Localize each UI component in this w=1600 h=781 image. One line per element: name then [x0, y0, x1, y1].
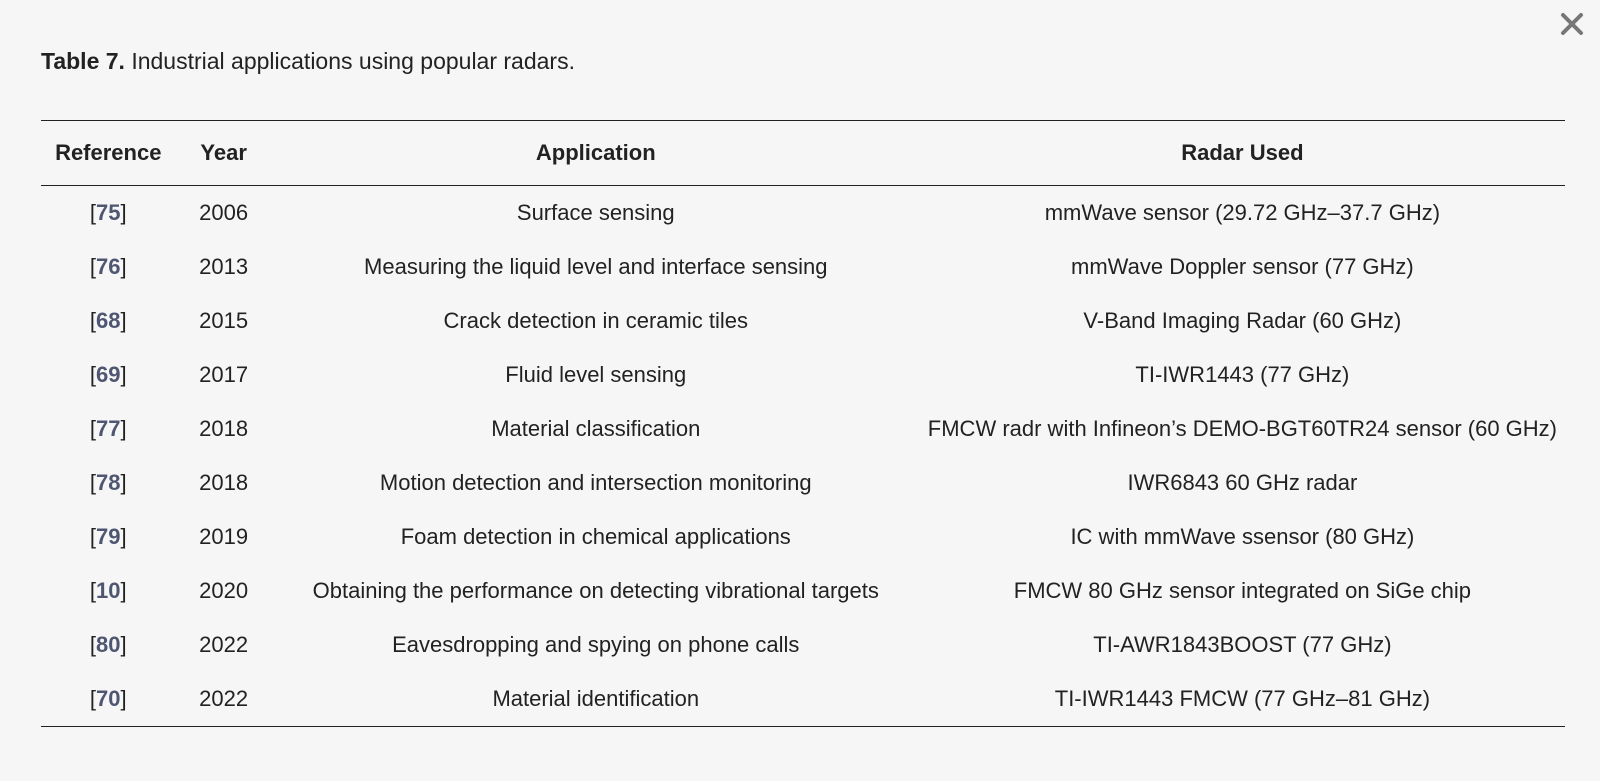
table-container: Reference Year Application Radar Used [7…	[41, 120, 1565, 727]
table-row: [75] 2006 Surface sensing mmWave sensor (29…	[41, 186, 1565, 241]
bracket-open: [	[89, 632, 97, 657]
header-application: Application	[271, 120, 920, 186]
reference-link[interactable]: 76	[96, 254, 121, 279]
radar-applications-table: Reference Year Application Radar Used [7…	[41, 120, 1565, 727]
header-year: Year	[175, 120, 272, 186]
bracket-open: [	[89, 470, 97, 495]
cell-year: 2018	[199, 416, 249, 441]
cell-radar-used: mmWave Doppler sensor (77 GHz)	[1071, 254, 1414, 279]
cell-radar-used: FMCW 80 GHz sensor integrated on SiGe ch…	[1013, 578, 1472, 603]
reference-link[interactable]: 68	[96, 308, 121, 333]
cell-year: 2022	[175, 672, 272, 727]
cell-radar-used: FMCW radr with Infineon’s DEMO-BGT60TR24…	[927, 416, 1557, 441]
bracket-close: ]	[120, 362, 127, 387]
cell-application: Material classification	[491, 416, 701, 441]
cell-application: Measuring the liquid level and interface…	[364, 254, 828, 279]
bracket-open: [	[89, 308, 97, 333]
cell-radar-used: TI-IWR1443 FMCW (77 GHz–81 GHz)	[919, 672, 1565, 727]
cell-reference: [69]	[41, 348, 176, 402]
cell-application: Crack detection in ceramic tiles	[443, 308, 748, 333]
reference-link[interactable]: 69	[96, 362, 121, 387]
bracket-close: ]	[120, 686, 127, 711]
table-caption-text: Industrial applications using popular ra…	[124, 48, 575, 74]
reference-link[interactable]: 80	[96, 632, 121, 657]
cell-application: Surface sensing	[516, 200, 675, 225]
cell-reference: [10]	[41, 564, 176, 618]
cell-reference: [80]	[41, 618, 176, 672]
bracket-close: ]	[120, 416, 127, 441]
cell-reference: [78]	[41, 456, 176, 510]
bracket-open: [	[89, 524, 97, 549]
bracket-close: ]	[120, 524, 127, 549]
cell-application: Motion detection and intersection monito…	[379, 470, 812, 495]
reference-link[interactable]: 79	[96, 524, 121, 549]
table-row: [10] 2020 Obtaining the performance on det…	[41, 564, 1565, 618]
reference-link[interactable]: 10	[96, 578, 121, 603]
table-caption: Table 7. Industrial applications using p…	[41, 46, 575, 76]
reference-link[interactable]: 75	[96, 200, 121, 225]
bracket-open: [	[89, 200, 97, 225]
table-row: [77] 2018 Material classification FMCW radr…	[41, 402, 1565, 456]
cell-reference: [70]	[41, 672, 176, 727]
cell-reference: [75]	[41, 186, 176, 241]
close-button[interactable]	[1554, 6, 1590, 42]
cell-year: 2015	[199, 308, 249, 333]
bracket-open: [	[89, 416, 97, 441]
cell-radar-used: TI-AWR1843BOOST (77 GHz)	[1093, 632, 1392, 657]
cell-application: Obtaining the performance on detecting v…	[312, 578, 879, 603]
cell-reference: [76]	[41, 240, 176, 294]
reference-link[interactable]: 77	[96, 416, 121, 441]
cell-radar-used: V-Band Imaging Radar (60 GHz)	[1083, 308, 1402, 333]
bracket-close: ]	[120, 470, 127, 495]
close-icon	[1561, 13, 1583, 35]
table-header-row: Reference Year Application Radar Used	[41, 120, 1565, 186]
table-row: [76] 2013 Measuring the liquid level and i…	[41, 240, 1565, 294]
cell-year: 2019	[199, 524, 249, 549]
cell-reference: [68]	[41, 294, 176, 348]
table-row: [80] 2022 Eavesdropping and spying on phon…	[41, 618, 1565, 672]
bracket-open: [	[89, 254, 97, 279]
cell-radar-used: IC with mmWave ssensor (80 GHz)	[1070, 524, 1415, 549]
cell-year: 2020	[199, 578, 249, 603]
cell-year: 2013	[199, 254, 249, 279]
table-row: [69] 2017 Fluid level sensing TI-IWR1443 (7…	[41, 348, 1565, 402]
table-row: [68] 2015 Crack detection in ceramic tiles…	[41, 294, 1565, 348]
table-row: [78] 2018 Motion detection and intersectio…	[41, 456, 1565, 510]
cell-reference: [79]	[41, 510, 176, 564]
cell-application: Eavesdropping and spying on phone calls	[392, 632, 800, 657]
bracket-close: ]	[120, 308, 127, 333]
header-radar-used: Radar Used	[919, 120, 1565, 186]
cell-application: Fluid level sensing	[505, 362, 687, 387]
table-caption-label: Table 7.	[41, 48, 125, 74]
bracket-open: [	[89, 686, 97, 711]
cell-reference: [77]	[41, 402, 176, 456]
table-row: [79] 2019 Foam detection in chemical appli…	[41, 510, 1565, 564]
cell-year: 2006	[199, 200, 249, 225]
cell-radar-used: TI-IWR1443 (77 GHz)	[1135, 362, 1350, 387]
cell-radar-used: IWR6843 60 GHz radar	[1127, 470, 1358, 495]
bracket-open: [	[89, 362, 97, 387]
reference-link[interactable]: 70	[96, 686, 121, 711]
cell-radar-used: mmWave sensor (29.72 GHz–37.7 GHz)	[1044, 200, 1441, 225]
table-body: [75] 2006 Surface sensing mmWave sensor (29…	[41, 186, 1565, 727]
bracket-close: ]	[120, 200, 127, 225]
cell-application: Material identification	[271, 672, 920, 727]
bracket-close: ]	[120, 254, 127, 279]
bracket-close: ]	[120, 632, 127, 657]
cell-application: Foam detection in chemical applications	[400, 524, 791, 549]
bracket-open: [	[89, 578, 97, 603]
reference-link[interactable]: 78	[96, 470, 121, 495]
cell-year: 2017	[199, 362, 249, 387]
bracket-close: ]	[120, 578, 127, 603]
cell-year: 2018	[199, 470, 249, 495]
cell-year: 2022	[199, 632, 249, 657]
header-reference: Reference	[41, 120, 176, 186]
